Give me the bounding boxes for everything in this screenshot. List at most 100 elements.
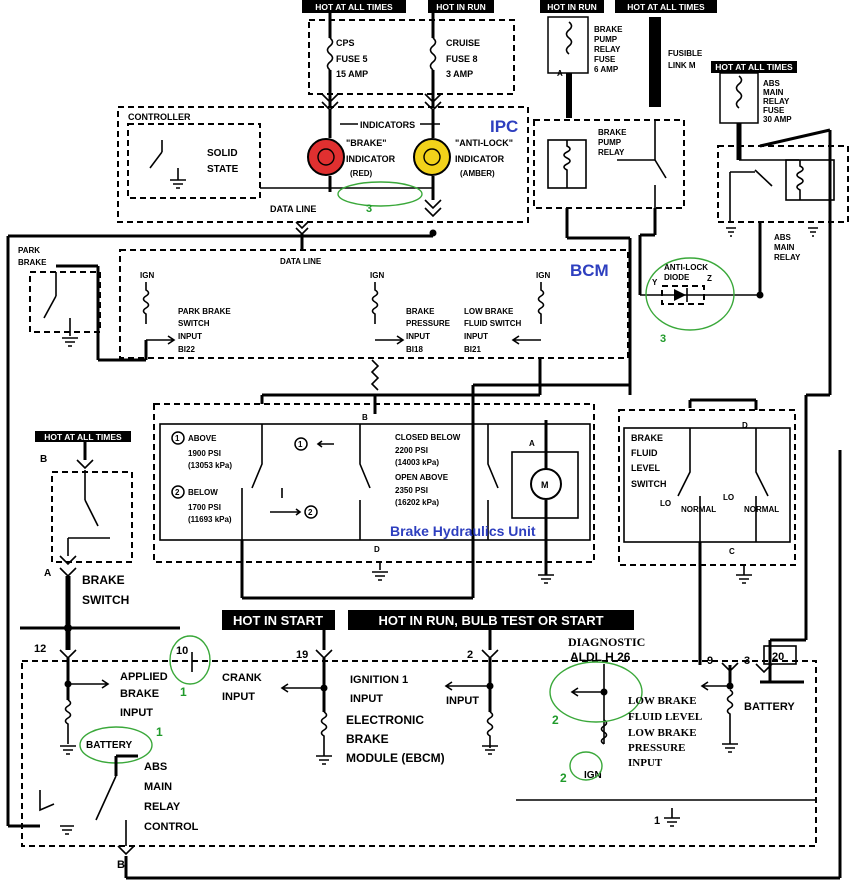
- diagram-label: BRAKE: [631, 433, 663, 443]
- diagram-label: BRAKE: [594, 25, 623, 34]
- diagram-wire: [64, 699, 72, 744]
- diagram-wire: [674, 289, 686, 301]
- diagram-label: NORMAL: [681, 505, 716, 514]
- diagram-label: 1900 PSI: [188, 449, 221, 458]
- diagram-label: INPUT: [350, 693, 383, 705]
- diagram-wire: [222, 610, 335, 630]
- diagram-label: PRESSURE: [628, 742, 685, 754]
- diagram-label: CRANK: [222, 672, 262, 684]
- diagram-label: 2: [175, 488, 180, 497]
- diagram-label: (14003 kPa): [395, 458, 439, 467]
- diagram-wire: [146, 335, 176, 345]
- bcm-outline: [119, 249, 629, 359]
- fuse-cruise: CRUISE FUSE 8 3 AMP: [446, 38, 480, 79]
- abs-main-relay: [717, 145, 849, 223]
- fuse-brake-pump: BRAKE PUMP RELAY FUSE 6 AMP: [594, 25, 623, 74]
- diagram-wire: [59, 649, 77, 660]
- diagram-label: 19: [296, 649, 308, 661]
- diagram-wire: [726, 227, 736, 237]
- diagram-wire: [371, 282, 379, 324]
- diagram-wire: [60, 745, 76, 755]
- diagram-label: Z: [707, 274, 712, 283]
- diagram-label: FUSE: [763, 106, 785, 115]
- diagram-wire: [316, 755, 332, 765]
- diagram-wire: [563, 140, 571, 188]
- diagram-wire: [722, 743, 738, 753]
- diagram-label: SWITCH: [82, 593, 129, 607]
- diagram-wire: [307, 138, 345, 176]
- diagram-label: INPUT: [222, 691, 255, 703]
- diagram-label: LOW BRAKE: [628, 695, 697, 707]
- diagram-wire: [444, 681, 490, 691]
- diagram-label: LO: [723, 493, 734, 502]
- diagram-label: HOT IN START: [233, 613, 323, 628]
- diagram-label: RELAY: [144, 801, 181, 813]
- diagram-label: CLOSED BELOW: [395, 433, 461, 442]
- diagram-label: CONTROL: [144, 821, 199, 833]
- diagram-wire: [337, 181, 423, 207]
- diagram-wire: [375, 335, 405, 345]
- diagram-label: FLUID LEVEL: [628, 711, 702, 723]
- diagram-label: OPEN ABOVE: [395, 473, 449, 482]
- diagram-label: A: [44, 568, 51, 579]
- diagram-label: MAIN: [144, 781, 172, 793]
- diagram-label: ABOVE: [188, 434, 217, 443]
- diagram-wire: [359, 424, 371, 540]
- diagram-wire: [348, 610, 634, 630]
- header-abs-main: HOT AT ALL TIMES: [711, 61, 797, 73]
- diagram-label: A: [529, 439, 535, 448]
- diagram-wire: [51, 471, 133, 563]
- diagram-label: 1: [180, 685, 187, 699]
- diagram-label: APPLIED: [120, 671, 168, 683]
- diagram-wire: [754, 169, 773, 187]
- diagram-label: BRAKE: [18, 258, 47, 267]
- diagram-wire: [428, 0, 494, 13]
- diagram-label: INPUT: [178, 332, 202, 341]
- park-brake-switch: PARK BRAKE: [18, 246, 101, 347]
- fuse-abs-main: ABS MAIN RELAY FUSE 30 AMP: [763, 79, 792, 124]
- diagram-wire: [294, 437, 308, 451]
- diagram-label: DIAGNOSTIC: [568, 635, 645, 649]
- diagram-label: DATA LINE: [270, 204, 316, 214]
- diagram-label: 3 AMP: [446, 69, 473, 79]
- diagram-label: (16202 kPa): [395, 498, 439, 507]
- brake-pressure-input: BRAKE PRESSURE INPUT BI18: [406, 307, 451, 354]
- diagram-label: BRAKE: [346, 732, 389, 746]
- diagram-label: SOLID: [207, 148, 238, 159]
- diagram-label: IGNITION 1: [350, 674, 408, 686]
- diagram-label: DIODE: [664, 273, 690, 282]
- header-hot-in-start: HOT IN START: [222, 610, 335, 630]
- low-brake-input: LOW BRAKE FLUID LEVEL LOW BRAKE PRESSURE…: [628, 695, 702, 769]
- diagram-wire: [320, 711, 328, 756]
- diagram-label: MODULE (EBCM): [346, 751, 445, 765]
- header-cps: HOT AT ALL TIMES: [302, 0, 406, 13]
- diagram-label: BRAKE: [406, 307, 435, 316]
- antilock-diode: ANTI-LOCK DIODE Y Z 3: [640, 257, 760, 345]
- diagram-wire: [35, 431, 131, 442]
- diagram-label: INPUT: [446, 695, 479, 707]
- hot-label: HOT IN RUN: [436, 2, 486, 12]
- pressure-below: 2 BELOW 1700 PSI (11693 kPa): [171, 485, 232, 524]
- diagram-wire: [623, 427, 791, 543]
- diagram-label: BRAKE: [120, 688, 159, 700]
- fuse-block-outline: [308, 19, 515, 95]
- diagram-wire: [95, 775, 117, 821]
- diagram-label: INDICATOR: [346, 154, 396, 164]
- diagram-label: 3: [744, 655, 750, 667]
- diagram-label: IGN: [536, 271, 550, 280]
- diagram-label: FLUID SWITCH: [464, 319, 522, 328]
- diagram-wire: [570, 687, 604, 697]
- diagram-wire: [413, 138, 451, 176]
- diagram-label: 2: [560, 771, 567, 785]
- header-fusible: HOT AT ALL TIMES: [615, 0, 717, 13]
- diagram-label: 2: [308, 508, 313, 517]
- diagram-wire: [39, 790, 55, 812]
- diagram-label: (AMBER): [460, 169, 495, 178]
- diagram-label: (13053 kPa): [188, 461, 232, 470]
- diagram-wire: [316, 440, 334, 448]
- fuse-cps: CPS FUSE 5 15 AMP: [336, 38, 368, 79]
- diagram-label: BATTERY: [744, 701, 795, 713]
- diagram-label: CPS: [336, 38, 355, 48]
- diagram-wire: [170, 179, 186, 189]
